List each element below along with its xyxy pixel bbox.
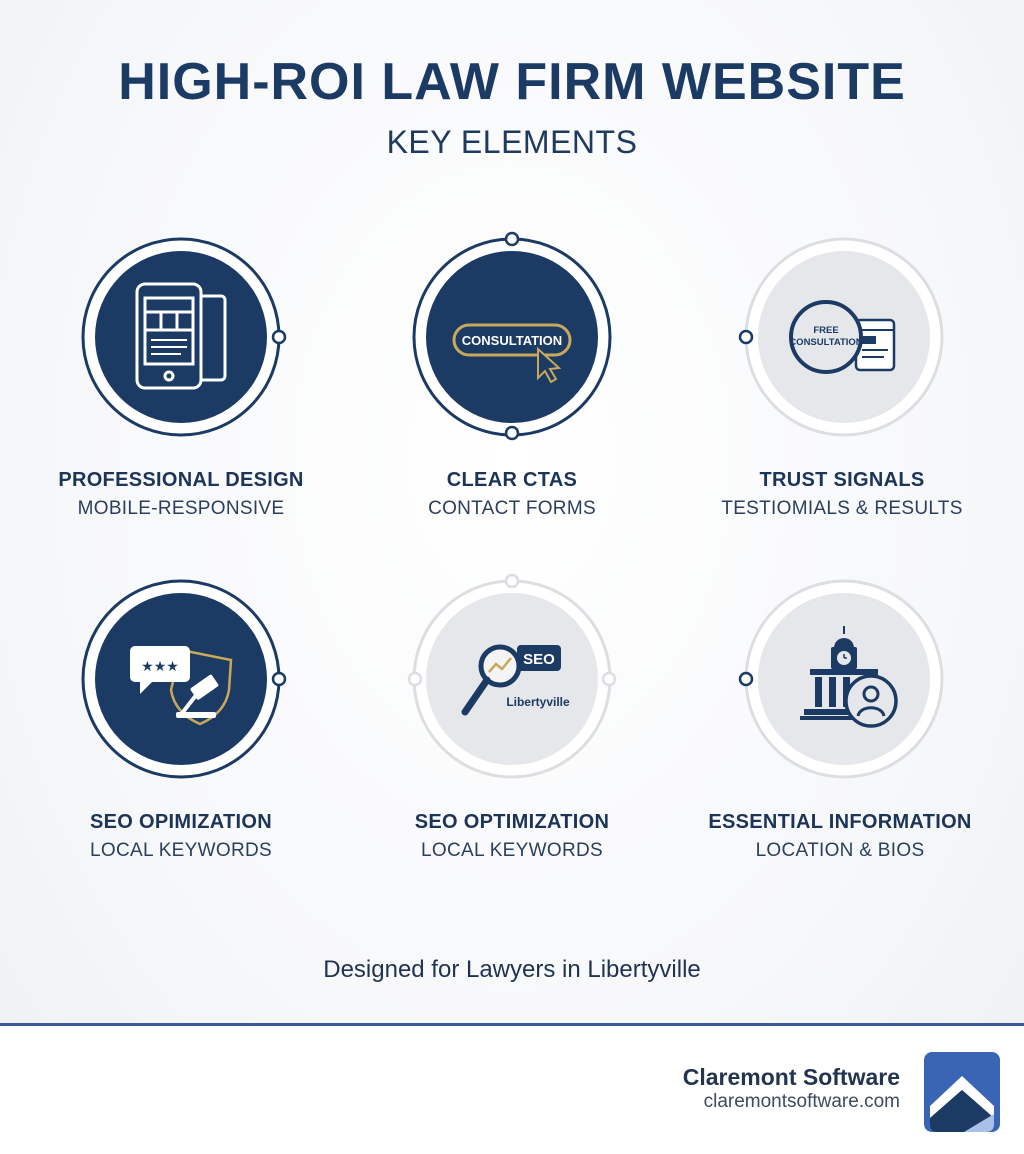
courthouse-person-icon xyxy=(800,626,898,728)
node-subtitle: TESTIOMIALS & RESULTS xyxy=(721,498,963,519)
footer xyxy=(0,1026,1024,1154)
diagram-canvas: CONSULTATION FREE CONSULTATION ★★★ xyxy=(81,231,944,779)
svg-text:CONSULTATION: CONSULTATION xyxy=(789,337,862,348)
svg-text:CONSULTATION: CONSULTATION xyxy=(462,333,562,348)
page-subtitle: KEY ELEMENTS xyxy=(386,124,638,160)
consultation-button-icon: CONSULTATION xyxy=(452,323,572,384)
tagline: Designed for Lawyers in Libertyville xyxy=(323,956,701,983)
node-title: TRUST SIGNALS xyxy=(759,469,925,491)
node-subtitle: LOCATION & BIOS xyxy=(755,840,925,861)
node-subtitle: CONTACT FORMS xyxy=(428,498,596,519)
svg-text:FREE: FREE xyxy=(813,325,838,336)
free-consultation-badge-icon: FREE CONSULTATION xyxy=(789,300,896,374)
node-professional-design xyxy=(81,237,287,437)
brand-name: Claremont Software xyxy=(682,1064,900,1090)
page-title: HIGH-ROI LAW FIRM WEBSITE xyxy=(118,53,906,111)
node-seo-opimization: ★★★ xyxy=(81,579,287,779)
svg-text:★★★: ★★★ xyxy=(141,659,179,675)
node-trust-signals: FREE CONSULTATION xyxy=(738,237,944,437)
node-title: CLEAR CTAS xyxy=(446,469,578,491)
node-title: SEO OPTIMIZATION xyxy=(414,811,610,833)
reviews-gavel-shield-icon: ★★★ xyxy=(130,646,233,726)
connectors xyxy=(279,335,746,681)
claremont-logo-icon xyxy=(924,1052,1000,1132)
node-essential-information xyxy=(738,579,944,779)
brand-url[interactable]: claremontsoftware.com xyxy=(703,1091,900,1112)
node-clear-ctas: CONSULTATION xyxy=(412,231,612,441)
node-subtitle: LOCAL KEYWORDS xyxy=(421,840,603,861)
node-subtitle: LOCAL KEYWORDS xyxy=(90,840,272,861)
node-title: PROFESSIONAL DESIGN xyxy=(58,469,304,491)
footer-divider xyxy=(0,1023,1024,1026)
node-subtitle: MOBILE-RESPONSIVE xyxy=(77,498,285,519)
node-seo-optimization: SEO Libertyville xyxy=(407,573,617,779)
mobile-devices-icon xyxy=(135,282,227,390)
node-title: SEO OPIMIZATION xyxy=(90,811,272,833)
svg-text:SEO: SEO xyxy=(523,651,555,668)
node-title: ESSENTIAL INFORMATION xyxy=(708,811,972,833)
seo-magnifier-icon: SEO Libertyville xyxy=(461,644,570,716)
svg-text:Libertyville: Libertyville xyxy=(506,695,570,709)
